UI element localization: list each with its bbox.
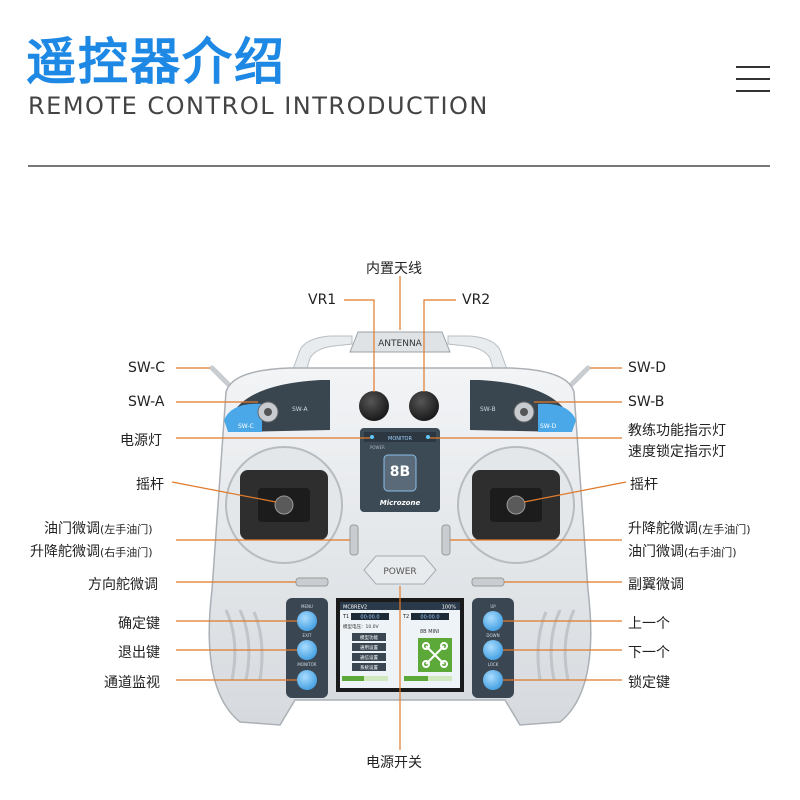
label-down: 下一个: [628, 642, 670, 662]
svg-text:LOCK: LOCK: [488, 662, 499, 667]
label-right-trim-2-note: (右手油门): [684, 546, 737, 559]
label-vr2: VR2: [462, 292, 490, 308]
label-right-trim-1: 升降舵微调(左手油门): [628, 518, 751, 538]
vr2-knob: [409, 391, 439, 421]
label-stick-left: 摇杆: [136, 474, 164, 494]
label-left-trim-1-text: 油门微调: [44, 521, 100, 537]
label-speed-lock-led: 速度锁定指示灯: [628, 441, 726, 461]
right-stick: [507, 496, 525, 514]
sw-b-tab-text: SW-B: [480, 406, 496, 413]
sw-c-tab-text: SW-C: [238, 423, 254, 430]
lcd-title: MC8REV2: [343, 605, 367, 611]
label-channel-monitor: 通道监视: [104, 672, 160, 692]
brand-text: Microzone: [380, 499, 421, 507]
label-left-trim-2-text: 升降舵微调: [30, 544, 100, 560]
label-sw-b: SW-B: [628, 394, 664, 410]
down-button: [483, 640, 503, 660]
label-exit-key: 退出键: [118, 642, 160, 662]
left-stick: [275, 496, 293, 514]
label-confirm-key: 确定键: [118, 613, 160, 633]
label-left-trim-2-note: (右手油门): [100, 546, 153, 559]
label-lock-key: 锁定键: [628, 672, 670, 692]
label-power-switch: 电源开关: [366, 752, 422, 772]
left-handle: [292, 336, 352, 372]
svg-text:UP: UP: [490, 604, 496, 609]
label-up: 上一个: [628, 613, 670, 633]
monitor-button: [297, 670, 317, 690]
label-aileron-trim: 副翼微调: [628, 574, 684, 594]
label-sw-d: SW-D: [628, 360, 666, 376]
label-left-trim-1: 油门微调(左手油门): [44, 518, 153, 538]
sw-d-tab-text: SW-D: [540, 423, 557, 430]
right-vertical-trim: [442, 525, 450, 555]
antenna-text: ANTENNA: [378, 339, 423, 349]
left-horizontal-trim: [296, 578, 328, 586]
label-right-trim-2: 油门微调(右手油门): [628, 541, 737, 561]
label-power-led: 电源灯: [120, 430, 162, 450]
svg-text:MONITOR: MONITOR: [297, 662, 316, 667]
svg-text:模型功能: 模型功能: [360, 634, 378, 641]
right-handle: [448, 336, 508, 372]
label-vr1: VR1: [308, 292, 336, 308]
label-right-trim-2-text: 油门微调: [628, 544, 684, 560]
sw-c-lever: [212, 368, 228, 384]
svg-text:DOWN: DOWN: [486, 633, 499, 638]
power-led-text: POWER: [370, 445, 385, 450]
vr1-knob: [359, 391, 389, 421]
exit-button: [297, 640, 317, 660]
svg-text:8B MINI: 8B MINI: [420, 629, 439, 635]
power-button-text: POWER: [383, 567, 416, 577]
lock-button: [483, 670, 503, 690]
svg-text:T1: T1: [342, 614, 349, 620]
monitor-text: MONITOR: [388, 436, 412, 442]
model-text: 8B: [390, 464, 410, 480]
svg-text:MENU: MENU: [301, 604, 313, 609]
svg-text:T2: T2: [402, 614, 409, 620]
sw-d-lever: [572, 368, 588, 384]
svg-text:通信设置: 通信设置: [360, 654, 378, 661]
lcd-signal: 100%: [442, 605, 457, 611]
label-trainer-led: 教练功能指示灯: [628, 420, 726, 440]
svg-text:EXIT: EXIT: [303, 633, 312, 638]
sw-a-tab-text: SW-A: [292, 406, 309, 413]
label-stick-right: 摇杆: [630, 474, 658, 494]
svg-text:通用设置: 通用设置: [360, 644, 378, 651]
label-sw-c: SW-C: [128, 360, 165, 376]
label-left-trim-2: 升降舵微调(右手油门): [30, 541, 153, 561]
svg-text:00:00.0: 00:00.0: [360, 615, 379, 621]
label-left-trim-1-note: (左手油门): [100, 523, 153, 536]
svg-text:模型电压：10.0V: 模型电压：10.0V: [343, 623, 380, 630]
svg-text:系统设置: 系统设置: [360, 664, 378, 671]
label-right-trim-1-text: 升降舵微调: [628, 521, 698, 537]
left-vertical-trim: [350, 525, 358, 555]
up-button: [483, 611, 503, 631]
label-rudder-trim: 方向舵微调: [88, 574, 158, 594]
label-right-trim-1-note: (左手油门): [698, 523, 751, 536]
label-antenna: 内置天线: [366, 258, 422, 278]
svg-text:00:00.0: 00:00.0: [420, 615, 439, 621]
right-horizontal-trim: [472, 578, 504, 586]
label-sw-a: SW-A: [128, 394, 164, 410]
menu-button: [297, 611, 317, 631]
